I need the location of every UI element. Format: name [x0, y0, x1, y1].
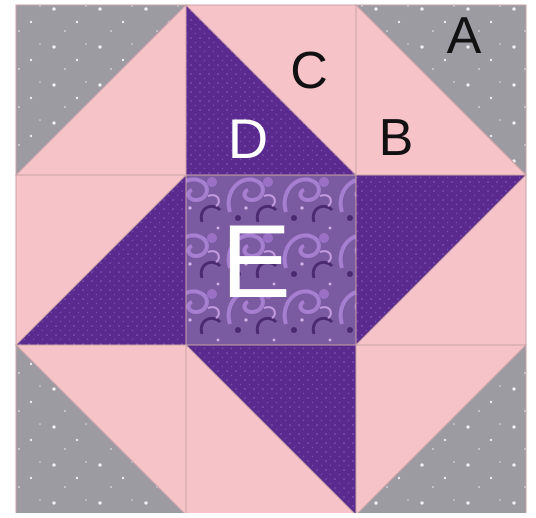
label-c: C — [290, 42, 328, 100]
label-d: D — [228, 107, 268, 170]
label-b: B — [379, 109, 414, 167]
label-a: A — [447, 7, 482, 65]
label-e: E — [221, 204, 290, 320]
